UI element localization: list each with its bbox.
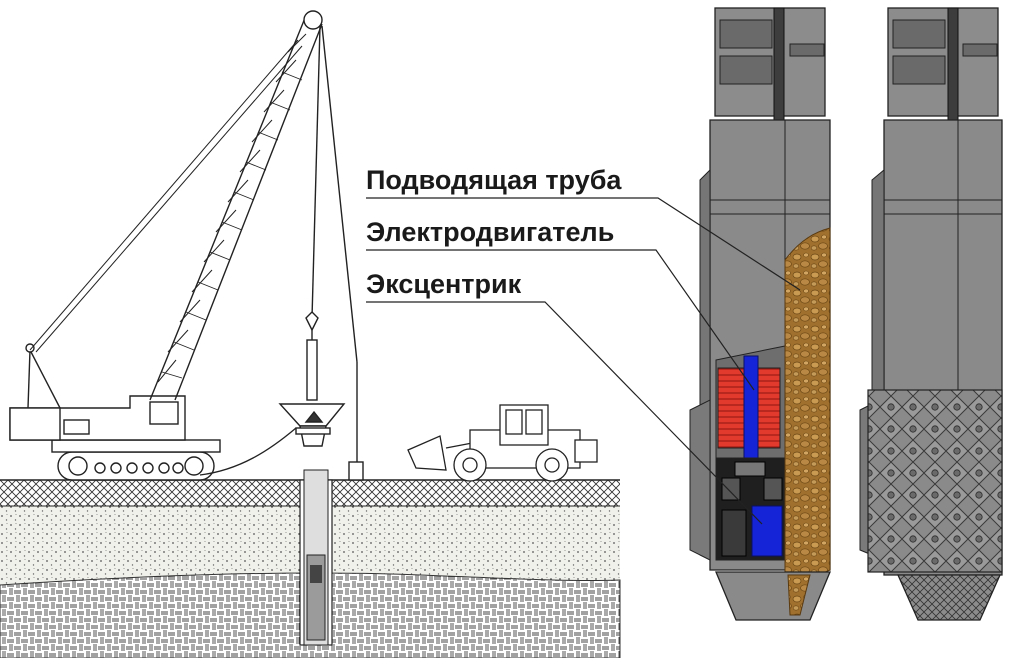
motor-head-fins — [719, 19, 825, 85]
crawler-crane — [9, 10, 364, 481]
label-electric-motor: Электродвигатель — [366, 217, 614, 247]
rubble-fill — [784, 227, 831, 591]
leader-electric-motor — [366, 249, 755, 391]
armored-section — [867, 389, 1003, 573]
crane-boom — [149, 10, 323, 401]
crane-cab-window — [149, 401, 179, 425]
label-eccentric: Эксцентрик — [366, 269, 522, 299]
leader-supply-pipe — [366, 197, 801, 291]
label-supply-pipe: Подводящая труба — [366, 165, 622, 195]
exterior-nozzle — [896, 574, 1002, 621]
leader-eccentric — [366, 301, 763, 525]
power-cable — [199, 427, 297, 476]
track-wheels — [68, 456, 204, 476]
loader-bucket — [407, 435, 447, 471]
eccentric-mass — [751, 505, 783, 557]
vibroflot-nozzle — [715, 571, 831, 621]
callouts: Подводящая труба Электродвигатель Эксцен… — [366, 165, 801, 525]
wheel-loader — [407, 404, 598, 482]
borehole — [299, 469, 333, 646]
vibroflot-cutaway — [689, 7, 831, 621]
vibroflot-exterior — [859, 7, 1003, 621]
